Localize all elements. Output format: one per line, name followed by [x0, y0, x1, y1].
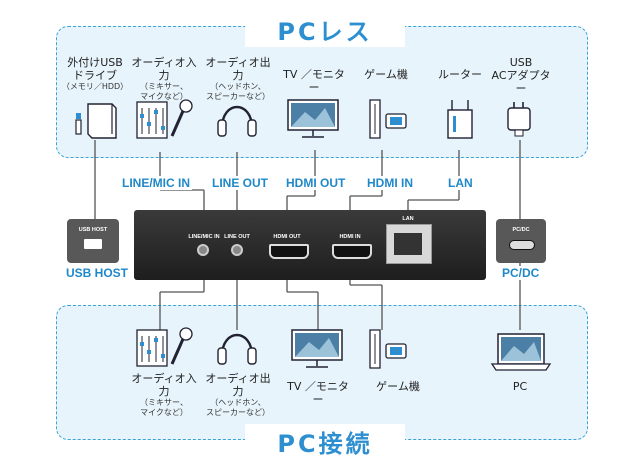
- hdmi-in-print: HDMI IN: [339, 234, 361, 240]
- hdmi-in-port[interactable]: [332, 244, 372, 259]
- lan-port[interactable]: [386, 224, 432, 264]
- port-label-hdmi-out: HDMI OUT: [284, 176, 348, 190]
- port-label-hdmi-in: HDMI IN: [365, 176, 415, 190]
- device-label-pc: PC: [512, 380, 528, 393]
- pc-dc-print: PC/DC: [512, 227, 530, 233]
- pc-connection-panel: [56, 305, 588, 440]
- port-label-usb-host: USB HOST: [64, 266, 131, 280]
- port-label-line-out: LINE OUT: [210, 176, 270, 190]
- line-mic-in-print: LINE/MIC IN: [188, 234, 220, 240]
- capture-device-body: LINE/MIC IN LINE OUT HDMI OUT HDMI IN LA…: [134, 210, 486, 280]
- usb-c-port[interactable]: [509, 240, 535, 250]
- device-label-router: ルーター: [438, 68, 482, 81]
- device-label-tv: TV ／モニター: [283, 68, 345, 94]
- lan-print: LAN: [402, 216, 414, 222]
- tv-monitor-icon: [287, 99, 339, 138]
- line-mic-in-jack[interactable]: [197, 244, 209, 256]
- pc-less-title: PCレス: [245, 12, 405, 47]
- headphones-icon: [217, 105, 257, 137]
- pc-connection-title: PC接続: [245, 424, 405, 459]
- port-label-lan: LAN: [446, 176, 475, 190]
- pc-dc-port-panel: PC/DC: [496, 219, 546, 263]
- device-label-audio-out: オーディオ出力 （ヘッドホン、 スピーカーなど）: [205, 56, 271, 101]
- game-console-icon: [369, 329, 407, 369]
- usb-drive-icon: [75, 103, 117, 139]
- mixer-microphone-icon: [136, 99, 193, 139]
- port-label-line-mic-in: LINE/MIC IN: [120, 176, 192, 190]
- device-label-usb-drive: 外付けUSB ドライブ （メモリ／HDD）: [61, 56, 129, 91]
- laptop-icon: [490, 333, 552, 371]
- hdmi-out-port[interactable]: [269, 244, 309, 259]
- port-label-pc-dc: PC/DC: [500, 266, 542, 280]
- usb-host-port-panel: USB HOST: [67, 219, 119, 263]
- router-icon: [447, 100, 473, 139]
- hdmi-out-print: HDMI OUT: [273, 234, 301, 240]
- line-out-print: LINE OUT: [224, 234, 250, 240]
- line-out-jack[interactable]: [231, 244, 243, 256]
- device-label-audio-in: オーディオ入力 （ミキサー、 マイクなど）: [131, 372, 197, 417]
- device-label-tv: TV ／モニター: [287, 380, 349, 406]
- device-label-audio-in: オーディオ入力 （ミキサー、 マイクなど）: [131, 56, 197, 101]
- usb-port[interactable]: [84, 239, 102, 249]
- mixer-microphone-icon: [136, 327, 193, 367]
- device-label-game-console: ゲーム機: [376, 380, 420, 393]
- usb-host-print: USB HOST: [78, 227, 108, 233]
- game-console-icon: [369, 99, 407, 139]
- headphones-icon: [217, 333, 257, 365]
- device-label-audio-out: オーディオ出力 （ヘッドホン、 スピーカーなど）: [205, 372, 271, 417]
- ac-adapter-icon: [507, 102, 531, 137]
- device-label-ac-adapter: USB ACアダプター: [491, 56, 551, 95]
- device-label-game-console: ゲーム機: [364, 68, 408, 81]
- tv-monitor-icon: [291, 329, 343, 368]
